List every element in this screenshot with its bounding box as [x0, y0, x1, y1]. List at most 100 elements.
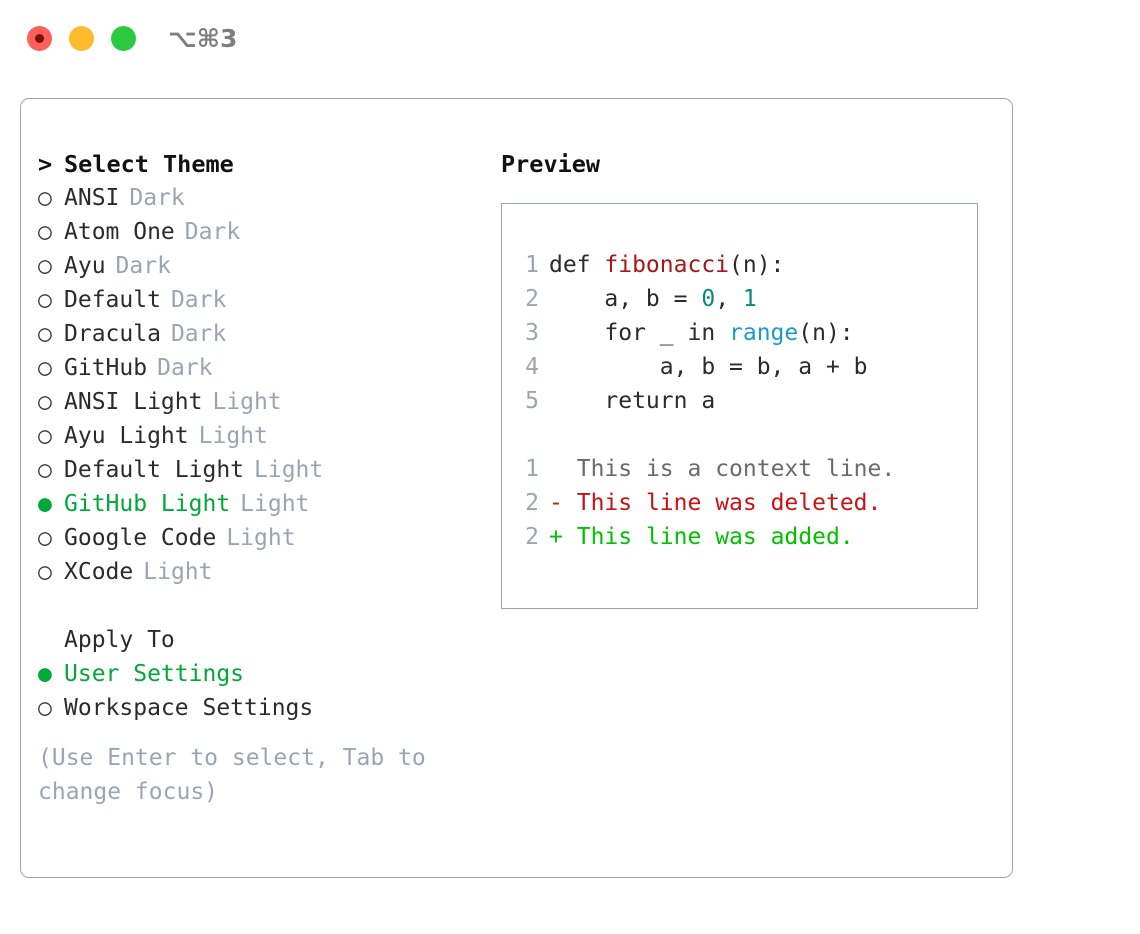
radio-unselected-icon[interactable]: ○ [38, 389, 52, 415]
code-token: def [549, 252, 605, 278]
theme-variant-badge: Light [254, 457, 324, 483]
line-number: 5 [525, 388, 539, 414]
code-line: 2 a, b = 0, 1 [502, 282, 977, 316]
radio-unselected-icon[interactable]: ○ [38, 321, 52, 347]
code-line: 5 return a [502, 384, 977, 418]
line-number: 1 [525, 456, 539, 482]
code-token: range [729, 320, 799, 346]
keyboard-hint: (Use Enter to select, Tab to change focu… [38, 745, 426, 805]
apply-to-item[interactable]: ○ Workspace Settings [38, 691, 468, 725]
theme-variant-badge: Light [226, 525, 296, 551]
line-number: 2 [525, 524, 539, 550]
maximize-button[interactable] [111, 26, 136, 51]
theme-name: Default Light [64, 457, 245, 483]
preview-title: Preview [501, 150, 601, 178]
diff-line: 2- This line was deleted. [502, 486, 977, 520]
radio-unselected-icon[interactable]: ○ [38, 287, 52, 313]
theme-name: Dracula [64, 321, 161, 347]
theme-variant-badge: Light [143, 559, 213, 585]
radio-unselected-icon[interactable]: ○ [38, 695, 52, 721]
close-button[interactable] [27, 26, 52, 51]
theme-list-item[interactable]: ○ Google Code Light [38, 521, 468, 555]
window-controls [27, 26, 136, 51]
theme-name: ANSI [64, 185, 120, 211]
code-token: fibonacci [604, 252, 730, 278]
code-diff-gap [502, 418, 977, 452]
theme-list-item[interactable]: ○ XCode Light [38, 555, 468, 589]
line-number: 3 [525, 320, 539, 346]
theme-name: Default [64, 287, 161, 313]
theme-variant-badge: Light [240, 491, 310, 517]
apply-to-header: ○Apply To [38, 623, 468, 657]
theme-list-item[interactable]: ○ Dracula Dark [38, 317, 468, 351]
code-token: , [715, 286, 743, 312]
line-number: 2 [525, 286, 539, 312]
radio-selected-icon[interactable]: ● [38, 491, 52, 517]
diff-marker: - [549, 490, 563, 516]
radio-unselected-icon[interactable]: ○ [38, 253, 52, 279]
theme-name: XCode [64, 559, 134, 585]
diff-sample: 1 This is a context line.2- This line wa… [502, 452, 977, 554]
diff-spacer [563, 524, 577, 550]
diff-line: 2+ This line was added. [502, 520, 977, 554]
radio-unselected-icon[interactable]: ○ [38, 525, 52, 551]
diff-text: This is a context line. [576, 456, 896, 482]
window-title: ⌥⌘3 [168, 24, 238, 53]
theme-name: GitHub [64, 355, 148, 381]
diff-text: This line was deleted. [576, 490, 882, 516]
theme-name: Ayu [64, 253, 106, 279]
theme-name: Google Code [64, 525, 217, 551]
code-token: (n): [729, 252, 785, 278]
radio-unselected-icon[interactable]: ○ [38, 219, 52, 245]
theme-variant-badge: Light [212, 389, 282, 415]
diff-line: 1 This is a context line. [502, 452, 977, 486]
radio-selected-icon[interactable]: ● [38, 661, 52, 687]
radio-unselected-icon[interactable]: ○ [38, 457, 52, 483]
theme-list-item[interactable]: ○ Default Light Light [38, 453, 468, 487]
apply-to-item[interactable]: ● User Settings [38, 657, 468, 691]
radio-unselected-icon[interactable]: ○ [38, 559, 52, 585]
theme-variant-badge: Light [198, 423, 268, 449]
minimize-button[interactable] [69, 26, 94, 51]
title-bar: ⌥⌘3 [0, 0, 1140, 78]
apply-to-title: Apply To [64, 627, 175, 653]
select-theme-header: >Select Theme [38, 147, 468, 181]
code-line: 3 for _ in range(n): [502, 316, 977, 350]
code-token: 1 [742, 286, 757, 312]
blank-marker: ○ [38, 623, 64, 657]
code-line: 1 def fibonacci(n): [502, 248, 977, 282]
line-number: 2 [525, 490, 539, 516]
radio-unselected-icon[interactable]: ○ [38, 423, 52, 449]
theme-variant-badge: Dark [184, 219, 241, 245]
radio-unselected-icon[interactable]: ○ [38, 185, 52, 211]
theme-list-item[interactable]: ○ Atom One Dark [38, 215, 468, 249]
theme-name: Ayu Light [64, 423, 189, 449]
code-token: a, b = b, a + b [549, 354, 868, 380]
code-token: 0 [701, 286, 716, 312]
theme-list-item[interactable]: ○ Ayu Light Light [38, 419, 468, 453]
diff-marker [549, 456, 563, 482]
theme-variant-badge: Dark [157, 355, 213, 381]
apply-to-label: User Settings [64, 661, 245, 687]
apply-to-label: Workspace Settings [64, 695, 314, 721]
theme-variant-badge: Dark [170, 321, 227, 347]
theme-name: Atom One [64, 219, 175, 245]
diff-text: This line was added. [576, 524, 854, 550]
line-number: 1 [525, 252, 539, 278]
code-token: for _ in [549, 320, 730, 346]
theme-list-item[interactable]: ○ GitHub Dark [38, 351, 468, 385]
radio-unselected-icon[interactable]: ○ [38, 355, 52, 381]
caret-icon: > [38, 150, 53, 178]
